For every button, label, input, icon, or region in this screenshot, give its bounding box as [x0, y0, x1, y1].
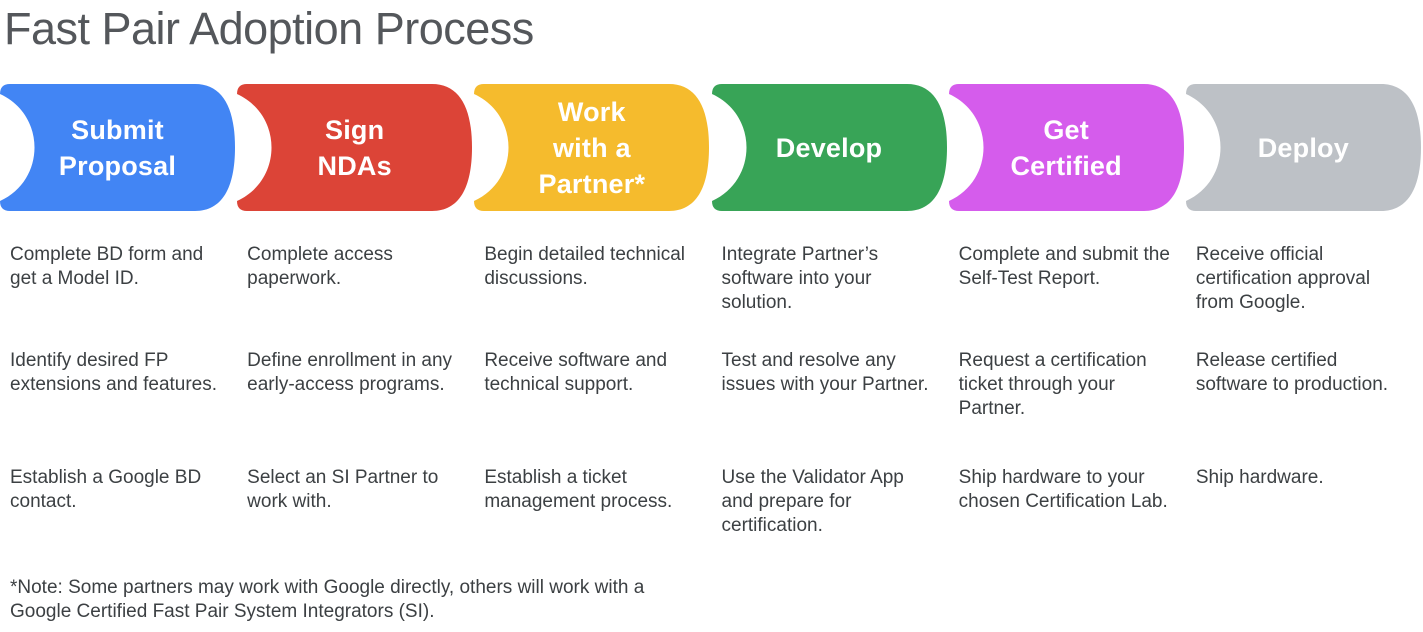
stage-shape-work-with-partner	[474, 84, 710, 211]
stage-develop: Develop	[711, 84, 949, 211]
stage-label-work-with-partner: Work with a Partner*	[538, 96, 646, 199]
step-develop-2: Test and resolve any issues with your Pa…	[721, 350, 929, 395]
step-develop-3: Use the Validator App and prepare for ce…	[721, 467, 904, 536]
stage-shape-get-certified	[948, 84, 1184, 211]
step-get-certified-3: Ship hardware to your chosen Certificati…	[958, 467, 1168, 512]
stage-steps-grid: Complete BD form and get a Model ID. Com…	[0, 243, 1423, 538]
stage-submit-proposal: Submit Proposal	[0, 84, 237, 211]
step-sign-ndas-1: Complete access paperwork.	[247, 244, 393, 289]
stage-shape-sign-ndas	[237, 84, 473, 211]
stage-deploy: Deploy	[1185, 84, 1423, 211]
stage-work-with-partner: Work with a Partner*	[474, 84, 711, 211]
step-submit-proposal-2: Identify desired FP extensions and featu…	[10, 350, 218, 395]
stage-label-deploy: Deploy	[1257, 132, 1349, 163]
step-get-certified-1: Complete and submit the Self-Test Report…	[958, 244, 1170, 289]
step-work-with-partner-2: Receive software and technical support.	[484, 350, 668, 395]
step-work-with-partner-1: Begin detailed technical discussions.	[484, 244, 686, 289]
stage-shape-submit-proposal	[0, 84, 235, 211]
page-title: Fast Pair Adoption Process	[4, 3, 534, 54]
stage-label-sign-ndas: Sign NDAs	[317, 114, 392, 181]
step-deploy-3: Ship hardware.	[1195, 467, 1324, 488]
step-work-with-partner-3: Establish a ticket management process.	[484, 467, 673, 512]
step-submit-proposal-3: Establish a Google BD contact.	[10, 467, 202, 512]
step-get-certified-2: Request a certification ticket through y…	[958, 350, 1147, 419]
step-sign-ndas-2: Define enrollment in any early-access pr…	[247, 350, 453, 395]
stage-label-get-certified: Get Certified	[1010, 114, 1122, 181]
step-sign-ndas-3: Select an SI Partner to work with.	[247, 467, 439, 512]
process-stage-band: Submit Proposal Sign NDAs Work with a Pa…	[0, 84, 1423, 211]
stage-get-certified: Get Certified	[948, 84, 1186, 211]
stage-shape-develop	[711, 84, 947, 211]
stage-label-develop: Develop	[775, 132, 883, 163]
stage-sign-ndas: Sign NDAs	[237, 84, 474, 211]
footnote: *Note: Some partners may work with Googl…	[10, 577, 645, 622]
step-develop-1: Integrate Partner’s software into your s…	[721, 244, 879, 313]
stage-shape-deploy	[1185, 84, 1421, 211]
stage-label-submit-proposal: Submit Proposal	[58, 114, 177, 181]
step-deploy-1: Receive official certification approval …	[1195, 244, 1371, 313]
step-submit-proposal-1: Complete BD form and get a Model ID.	[10, 244, 204, 289]
step-deploy-2: Release certified software to production…	[1195, 350, 1389, 395]
